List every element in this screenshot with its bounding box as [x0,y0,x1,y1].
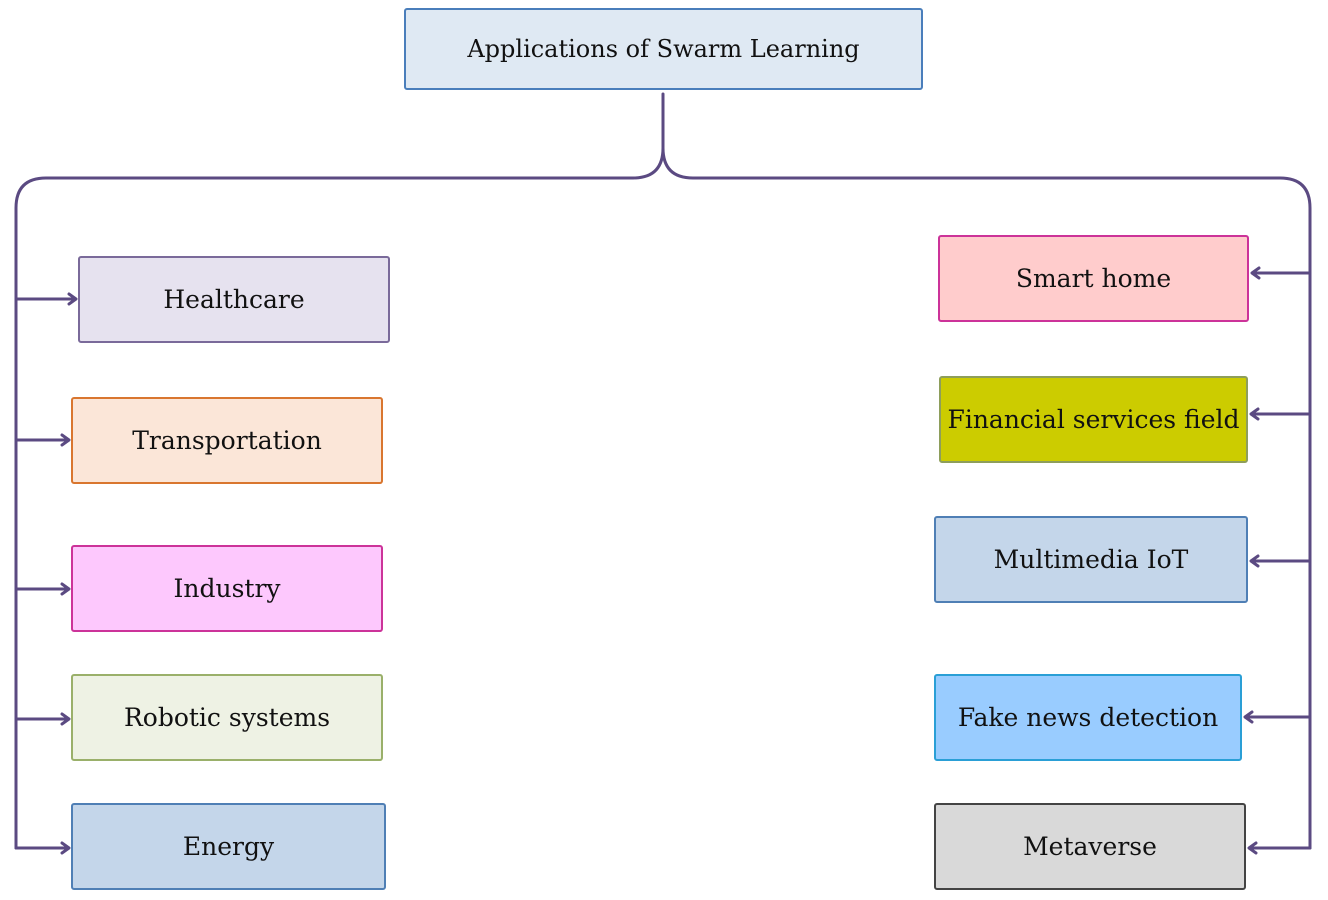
node-healthcare-label: Healthcare [163,285,305,314]
arrowhead-metaverse [1247,841,1258,855]
node-energy-label: Energy [182,832,275,861]
arrowhead-financial [1249,407,1260,421]
node-industry: Industry [71,545,383,632]
node-energy: Energy [71,803,386,890]
node-healthcare: Healthcare [78,256,390,343]
node-transportation: Transportation [71,397,383,484]
node-metaverse: Metaverse [934,803,1246,890]
arrowhead-healthcare [67,292,78,306]
root-node: Applications of Swarm Learning [404,8,923,90]
node-robotic-systems: Robotic systems [71,674,383,761]
arrowhead-transportation [60,433,71,447]
node-industry-label: Industry [173,574,281,603]
arrowhead-fake-news [1243,710,1254,724]
node-multimedia-iot: Multimedia IoT [934,516,1248,603]
node-fake-news-detection-label: Fake news detection [957,703,1219,732]
arrowhead-multimedia [1249,554,1260,568]
node-smart-home: Smart home [938,235,1249,322]
arrowhead-smart-home [1250,266,1261,280]
arrowhead-industry [60,582,71,596]
node-multimedia-iot-label: Multimedia IoT [993,545,1189,574]
node-transportation-label: Transportation [132,426,322,455]
root-node-label: Applications of Swarm Learning [467,35,860,63]
arrowhead-energy [60,841,71,855]
node-robotic-systems-label: Robotic systems [123,703,331,732]
arrowhead-robotic [60,712,71,726]
trunk-connector-right [661,146,1312,850]
node-financial-services-field-label: Financial services field [947,405,1240,434]
node-smart-home-label: Smart home [1015,264,1172,293]
node-financial-services-field: Financial services field [939,376,1248,463]
trunk-connector [14,92,665,850]
node-metaverse-label: Metaverse [1023,832,1157,861]
node-fake-news-detection: Fake news detection [934,674,1242,761]
